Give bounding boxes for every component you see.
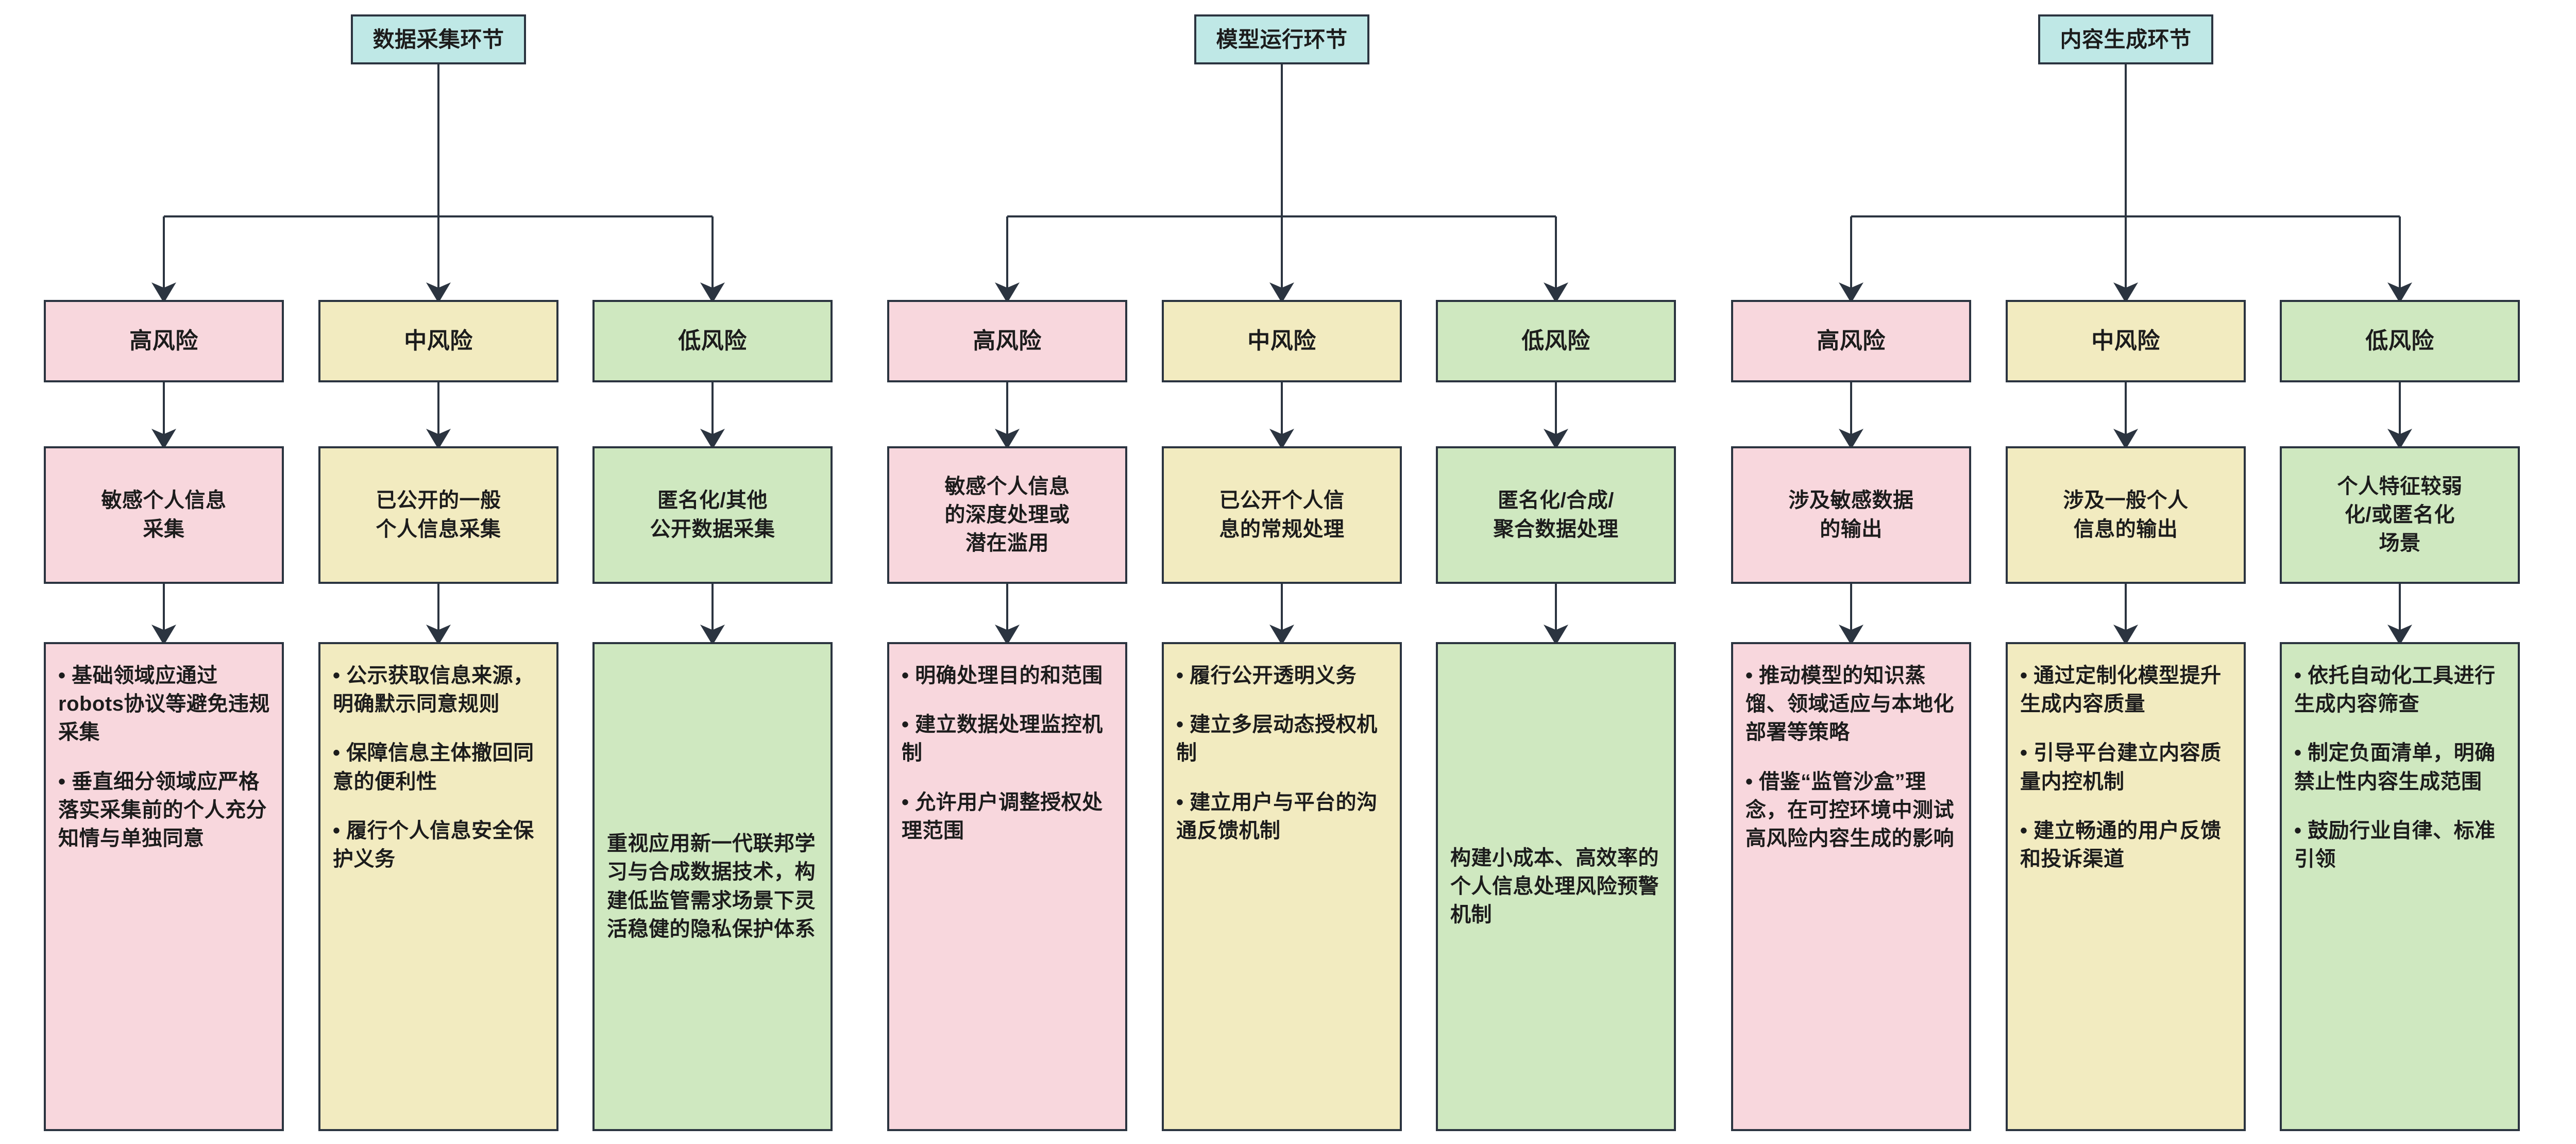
scenario-label: 个人特征较弱 化/或匿名化 场景	[2337, 475, 2463, 555]
scenario-box-data-collection-high[interactable]: 敏感个人信息 采集	[44, 446, 284, 584]
measures-list: • 公示获取信息来源，明确默示同意规则 • 保障信息主体撤回同意的便利性 • 履行个…	[320, 644, 556, 873]
scenario-label: 敏感个人信息 的深度处理或 潜在滥用	[944, 475, 1070, 555]
measures-box-model-operation-mid[interactable]: • 履行公开透明义务 • 建立多层动态授权机制 • 建立用户与平台的沟通反馈机制	[1162, 642, 1402, 1131]
risk-box-model-operation-high[interactable]: 高风险	[887, 300, 1127, 382]
measures-list: • 依托自动化工具进行生成内容筛查 • 制定负面清单，明确禁止性内容生成范围 • 鼓…	[2282, 644, 2518, 873]
measures-box-model-operation-high[interactable]: • 明确处理目的和范围 • 建立数据处理监控机制 • 允许用户调整授权处理范围	[887, 642, 1127, 1131]
stage-label: 模型运行环节	[1216, 27, 1348, 52]
scenario-label: 涉及敏感数据 的输出	[1788, 489, 1914, 541]
measures-list: • 推动模型的知识蒸馏、领域适应与本地化部署等策略 • 借鉴“监管沙盒”理念，在可…	[1733, 644, 1969, 853]
measure-item: • 制定负面清单，明确禁止性内容生成范围	[2294, 742, 2496, 793]
measure-item: 构建小成本、高效率的个人信息处理风险预警机制	[1450, 846, 1659, 927]
measures-list: • 履行公开透明义务 • 建立多层动态授权机制 • 建立用户与平台的沟通反馈机制	[1164, 644, 1400, 845]
risk-box-model-operation-low[interactable]: 低风险	[1436, 300, 1676, 382]
measures-box-data-collection-low[interactable]: 重视应用新一代联邦学习与合成数据技术，构建低监管需求场景下灵活稳健的隐私保护体系	[592, 642, 833, 1131]
scenario-label: 涉及一般个人 信息的输出	[2063, 489, 2189, 541]
measures-box-content-generation-mid[interactable]: • 通过定制化模型提升生成内容质量 • 引导平台建立内容质量内控机制 • 建立畅通的…	[2006, 642, 2246, 1131]
risk-label: 高风险	[1817, 328, 1886, 354]
scenario-box-content-generation-low[interactable]: 个人特征较弱 化/或匿名化 场景	[2280, 446, 2520, 584]
measure-item: • 推动模型的知识蒸馏、领域适应与本地化部署等策略	[1745, 664, 1954, 744]
measure-item: 重视应用新一代联邦学习与合成数据技术，构建低监管需求场景下灵活稳健的隐私保护体系	[607, 832, 816, 940]
measure-item: • 建立数据处理监控机制	[902, 713, 1103, 765]
risk-box-data-collection-high[interactable]: 高风险	[44, 300, 284, 382]
measure-item: • 保障信息主体撤回同意的便利性	[333, 742, 534, 793]
measure-item: • 建立用户与平台的沟通反馈机制	[1176, 790, 1378, 842]
risk-label: 低风险	[1521, 328, 1590, 354]
measure-item: • 基础领域应通过robots协议等避免违规采集	[58, 664, 270, 744]
risk-label: 低风险	[2365, 328, 2434, 354]
measures-box-content-generation-low[interactable]: • 依托自动化工具进行生成内容筛查 • 制定负面清单，明确禁止性内容生成范围 • 鼓…	[2280, 642, 2520, 1131]
measures-box-data-collection-mid[interactable]: • 公示获取信息来源，明确默示同意规则 • 保障信息主体撤回同意的便利性 • 履行个…	[318, 642, 558, 1131]
risk-box-content-generation-high[interactable]: 高风险	[1731, 300, 1971, 382]
measure-item: • 垂直细分领域应严格落实采集前的个人充分知情与单独同意	[58, 770, 267, 850]
measures-box-data-collection-high[interactable]: • 基础领域应通过robots协议等避免违规采集 • 垂直细分领域应严格落实采集前…	[44, 642, 284, 1131]
risk-label: 中风险	[1247, 328, 1316, 354]
measure-item: • 通过定制化模型提升生成内容质量	[2020, 664, 2222, 716]
measures-list: • 明确处理目的和范围 • 建立数据处理监控机制 • 允许用户调整授权处理范围	[889, 644, 1125, 845]
risk-box-data-collection-mid[interactable]: 中风险	[318, 300, 558, 382]
scenario-box-content-generation-mid[interactable]: 涉及一般个人 信息的输出	[2006, 446, 2246, 584]
risk-box-content-generation-low[interactable]: 低风险	[2280, 300, 2520, 382]
measures-list: 重视应用新一代联邦学习与合成数据技术，构建低监管需求场景下灵活稳健的隐私保护体系	[595, 830, 831, 944]
measures-box-content-generation-high[interactable]: • 推动模型的知识蒸馏、领域适应与本地化部署等策略 • 借鉴“监管沙盒”理念，在可…	[1731, 642, 1971, 1131]
measure-item: • 借鉴“监管沙盒”理念，在可控环境中测试高风险内容生成的影响	[1745, 770, 1954, 850]
scenario-box-data-collection-mid[interactable]: 已公开的一般 个人信息采集	[318, 446, 558, 584]
measure-item: • 建立畅通的用户反馈和投诉渠道	[2020, 819, 2222, 870]
stage-box-data-collection[interactable]: 数据采集环节	[351, 14, 526, 64]
measure-item: • 履行个人信息安全保护义务	[333, 819, 534, 870]
scenario-label: 匿名化/其他 公开数据采集	[650, 489, 775, 541]
stage-label: 内容生成环节	[2060, 27, 2192, 52]
measures-list: • 通过定制化模型提升生成内容质量 • 引导平台建立内容质量内控机制 • 建立畅通的…	[2008, 644, 2244, 873]
scenario-label: 已公开个人信 息的常规处理	[1219, 489, 1345, 541]
risk-label: 中风险	[404, 328, 473, 354]
stage-label: 数据采集环节	[372, 27, 504, 52]
measures-box-model-operation-low[interactable]: 构建小成本、高效率的个人信息处理风险预警机制	[1436, 642, 1676, 1131]
stage-box-model-operation[interactable]: 模型运行环节	[1194, 14, 1369, 64]
measure-item: • 履行公开透明义务	[1176, 664, 1357, 687]
measure-item: • 依托自动化工具进行生成内容筛查	[2294, 664, 2496, 716]
measure-item: • 明确处理目的和范围	[902, 664, 1103, 687]
stage-box-content-generation[interactable]: 内容生成环节	[2038, 14, 2213, 64]
scenario-label: 敏感个人信息 采集	[101, 489, 227, 541]
risk-label: 中风险	[2091, 328, 2160, 354]
scenario-label: 已公开的一般 个人信息采集	[376, 489, 501, 541]
measure-item: • 鼓励行业自律、标准引领	[2294, 819, 2496, 870]
scenario-box-model-operation-low[interactable]: 匿名化/合成/ 聚合数据处理	[1436, 446, 1676, 584]
risk-label: 高风险	[129, 328, 198, 354]
risk-label: 高风险	[973, 328, 1042, 354]
scenario-box-model-operation-high[interactable]: 敏感个人信息 的深度处理或 潜在滥用	[887, 446, 1127, 584]
scenario-box-data-collection-low[interactable]: 匿名化/其他 公开数据采集	[592, 446, 833, 584]
risk-label: 低风险	[678, 328, 747, 354]
measure-item: • 引导平台建立内容质量内控机制	[2020, 742, 2222, 793]
scenario-box-content-generation-high[interactable]: 涉及敏感数据 的输出	[1731, 446, 1971, 584]
scenario-box-model-operation-mid[interactable]: 已公开个人信 息的常规处理	[1162, 446, 1402, 584]
measures-list: 构建小成本、高效率的个人信息处理风险预警机制	[1438, 844, 1674, 930]
risk-box-data-collection-low[interactable]: 低风险	[592, 300, 833, 382]
measure-item: • 允许用户调整授权处理范围	[902, 790, 1103, 842]
measure-item: • 公示获取信息来源，明确默示同意规则	[333, 664, 534, 716]
measure-item: • 建立多层动态授权机制	[1176, 713, 1378, 765]
risk-box-content-generation-mid[interactable]: 中风险	[2006, 300, 2246, 382]
measures-list: • 基础领域应通过robots协议等避免违规采集 • 垂直细分领域应严格落实采集前…	[46, 644, 282, 853]
scenario-label: 匿名化/合成/ 聚合数据处理	[1493, 489, 1619, 541]
risk-box-model-operation-mid[interactable]: 中风险	[1162, 300, 1402, 382]
